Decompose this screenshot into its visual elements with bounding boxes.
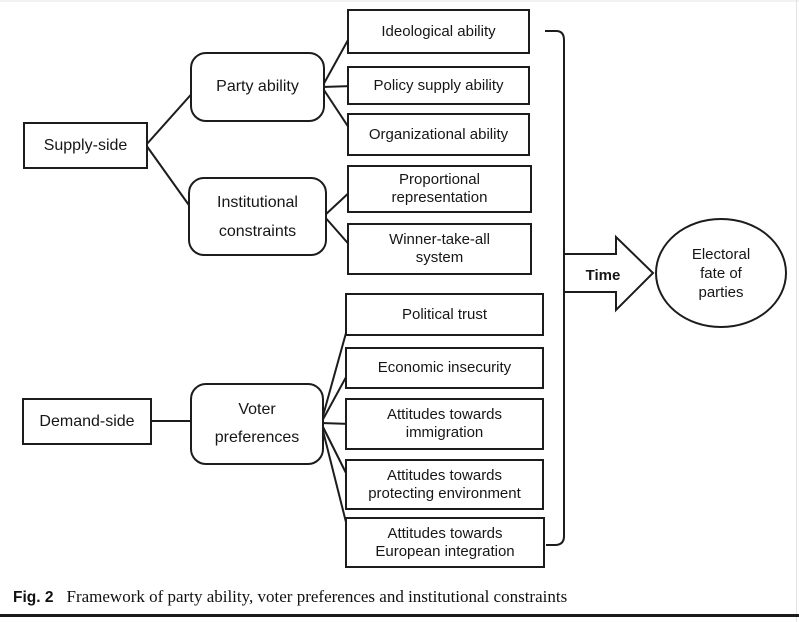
node-label: Party ability (216, 78, 299, 95)
figure-caption: Fig. 2 Framework of party ability, voter… (13, 587, 567, 607)
node-label: Political trust (401, 305, 488, 323)
node-label: Voter preferences (214, 401, 300, 446)
collector-bracket-line (545, 30, 565, 546)
node-supply-side: Supply-side (23, 122, 148, 169)
node-label: Attitudes towards immigration (386, 406, 503, 441)
node-institutional-constraints: Institutional constraints (188, 177, 327, 256)
node-label: Institutional constraints (217, 193, 298, 240)
node-political-trust: Political trust (345, 293, 544, 336)
figure-caption-text: Framework of party ability, voter prefer… (66, 587, 568, 606)
node-label: Economic insecurity (377, 359, 512, 376)
node-label: Policy supply ability (373, 76, 504, 94)
bottom-rule (0, 614, 799, 617)
node-ideological-ability: Ideological ability (347, 9, 530, 54)
node-label: Demand-side (39, 412, 135, 430)
top-hairline (0, 0, 799, 2)
node-label: Attitudes towards European integration (375, 524, 515, 560)
node-attitudes-environment: Attitudes towards protecting environment (345, 459, 544, 510)
node-label: Proportional representation (391, 171, 488, 206)
node-label: Attitudes towards protecting environment (368, 466, 521, 502)
connector-supply-to-party-ability (145, 88, 197, 146)
connector-supply-to-institutional (145, 144, 197, 216)
node-attitudes-immigration: Attitudes towards immigration (345, 398, 544, 450)
node-party-ability: Party ability (190, 52, 325, 122)
node-label: Organizational ability (368, 125, 509, 143)
outcome-ellipse: Electoral fate of parties (655, 218, 787, 328)
time-arrow-shape (564, 234, 655, 313)
node-organizational-ability: Organizational ability (347, 113, 530, 156)
node-attitudes-european-integration: Attitudes towards European integration (345, 517, 545, 568)
node-demand-side: Demand-side (22, 398, 152, 445)
time-arrow-label: Time (585, 267, 621, 284)
node-proportional-representation: Proportional representation (347, 165, 532, 213)
node-winner-take-all-system: Winner-take-all system (347, 223, 532, 275)
figure-caption-label: Fig. 2 (13, 589, 54, 606)
node-label: Supply-side (43, 136, 128, 154)
node-policy-supply-ability: Policy supply ability (347, 66, 530, 105)
node-voter-preferences: Voter preferences (190, 383, 324, 465)
node-label: Ideological ability (381, 22, 496, 40)
node-label: Winner-take-all system (389, 231, 490, 266)
right-hairline (796, 0, 797, 622)
node-economic-insecurity: Economic insecurity (345, 347, 544, 389)
outcome-label: Electoral fate of parties (691, 245, 751, 301)
